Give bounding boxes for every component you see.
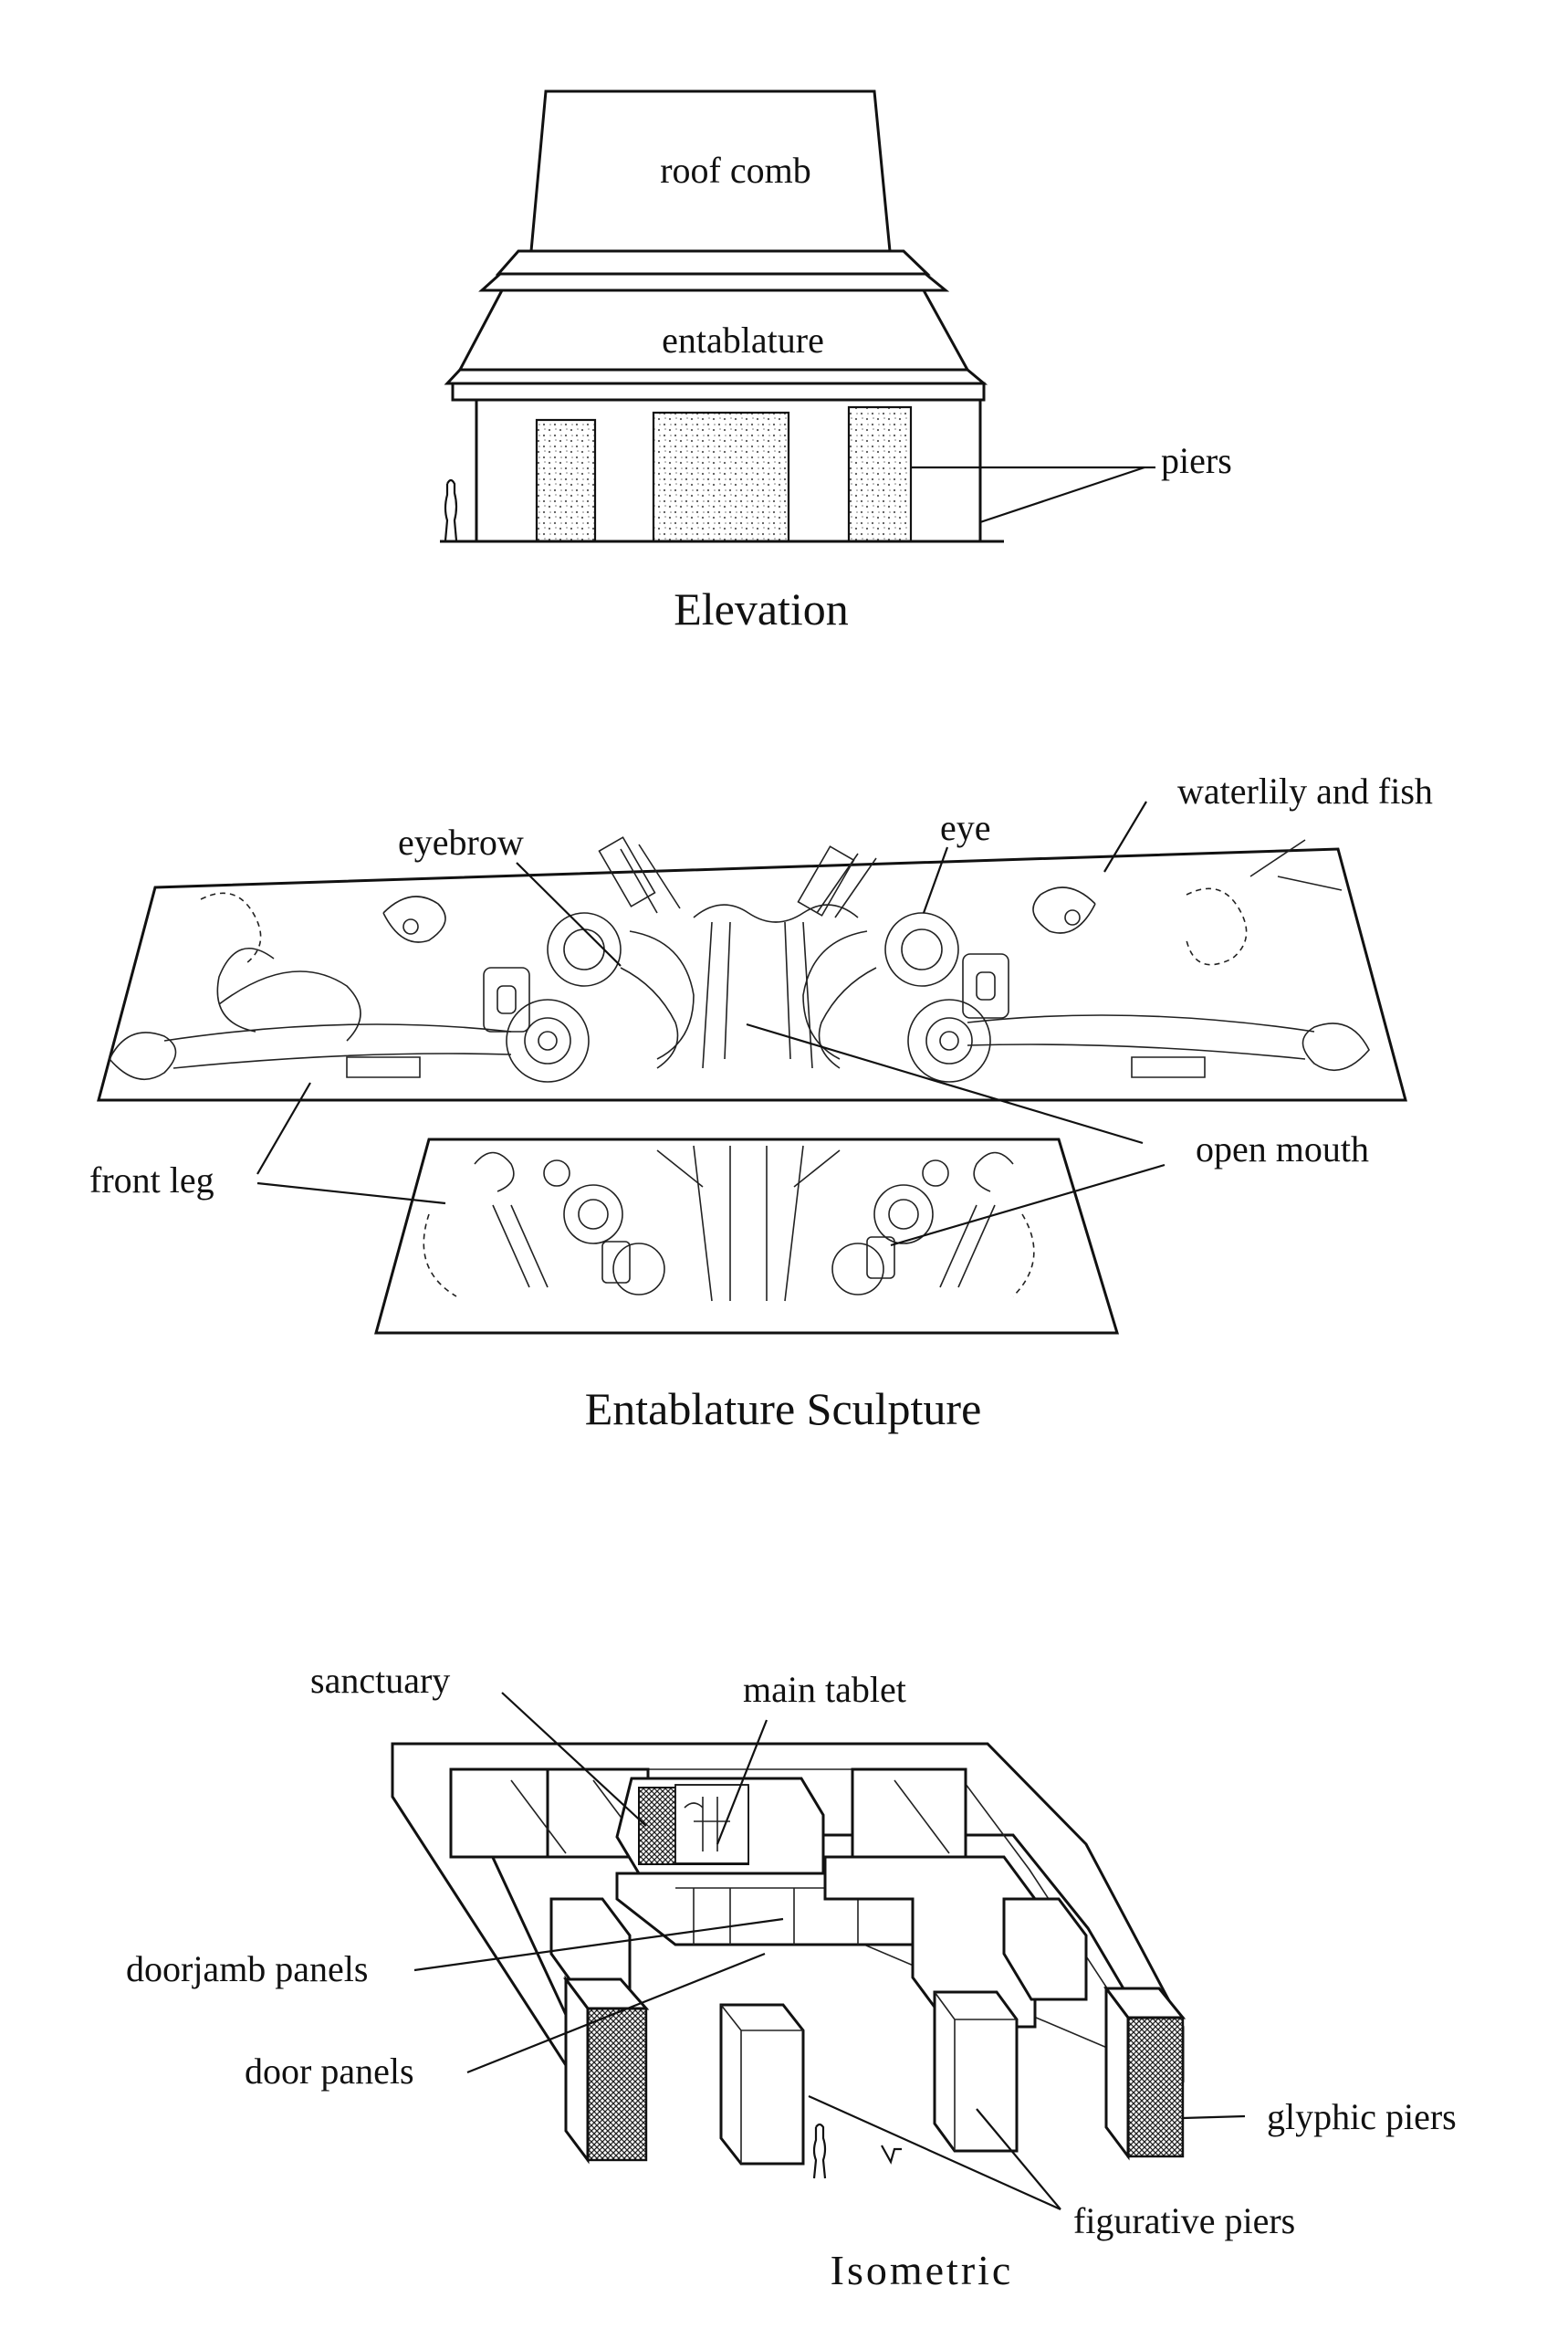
doorway-right: [847, 405, 913, 543]
label-door-panels: door panels: [245, 2051, 414, 2092]
upper-sculpture-panel: [97, 847, 1407, 1102]
elevation-drawing: roof comb entablature piers Elevation: [440, 89, 1232, 635]
caption-entablature-sculpture: Entablature Sculpture: [585, 1383, 982, 1434]
label-figurative-piers: figurative piers: [1073, 2200, 1295, 2241]
label-eye: eye: [940, 807, 991, 848]
lower-sculpture-panel: [374, 1138, 1120, 1335]
entablature-sculpture-drawing: eyebrow eye waterlily and fish front leg…: [89, 771, 1433, 1434]
glyphic-pier-left: [586, 2007, 648, 2162]
label-glyphic-piers: glyphic piers: [1267, 2096, 1457, 2137]
label-eyebrow: eyebrow: [398, 822, 524, 863]
label-open-mouth: open mouth: [1196, 1128, 1369, 1170]
caption-elevation: Elevation: [674, 583, 849, 635]
label-piers: piers: [1161, 440, 1232, 481]
label-sanctuary: sanctuary: [310, 1660, 450, 1701]
label-entablature: entablature: [662, 320, 824, 361]
scale-figure: [444, 478, 458, 541]
label-front-leg: front leg: [89, 1159, 214, 1201]
label-roof-comb: roof comb: [660, 150, 811, 191]
label-waterlily-and-fish: waterlily and fish: [1177, 771, 1433, 812]
doorway-center: [652, 411, 790, 543]
label-main-tablet: main tablet: [743, 1669, 906, 1710]
figurative-pier-left: [719, 2003, 805, 2166]
label-doorjamb-panels: doorjamb panels: [126, 1948, 369, 1989]
figurative-pier-right: [933, 1990, 1019, 2153]
isometric-drawing: sanctuary main tablet doorjamb panels do…: [126, 1660, 1457, 2293]
doorway-left: [535, 418, 597, 543]
lower-panel-carving: [423, 1145, 1035, 1302]
glyphic-pier-right: [1126, 2016, 1185, 2158]
caption-isometric: Isometric: [831, 2247, 1014, 2293]
upper-panel-carving: [109, 836, 1370, 1083]
